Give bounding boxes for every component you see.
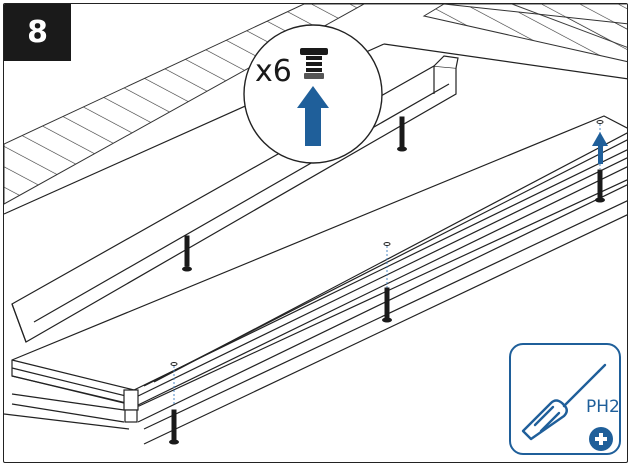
instruction-panel: 8 x6 PH2 — [3, 3, 628, 463]
insert-arrow-icon — [592, 132, 608, 164]
screw-2 — [182, 235, 192, 272]
tool-badge: PH2 — [509, 343, 621, 455]
screwdriver-icon — [521, 363, 607, 441]
step-number: 8 — [4, 4, 71, 61]
screw-4 — [382, 287, 392, 323]
luminaire-frame — [4, 115, 627, 445]
screws — [169, 116, 605, 445]
quantity-label: x6 — [255, 54, 292, 89]
tool-label: PH2 — [586, 397, 620, 417]
screw-holes — [170, 120, 604, 366]
detail-callout — [243, 24, 383, 164]
plus-icon — [589, 427, 613, 451]
assembly-diagram — [4, 4, 627, 445]
screw-icon — [300, 48, 328, 79]
screw-5 — [169, 409, 179, 445]
screw-3 — [595, 169, 605, 203]
up-arrow-icon — [297, 86, 329, 146]
screw-1 — [397, 116, 407, 152]
